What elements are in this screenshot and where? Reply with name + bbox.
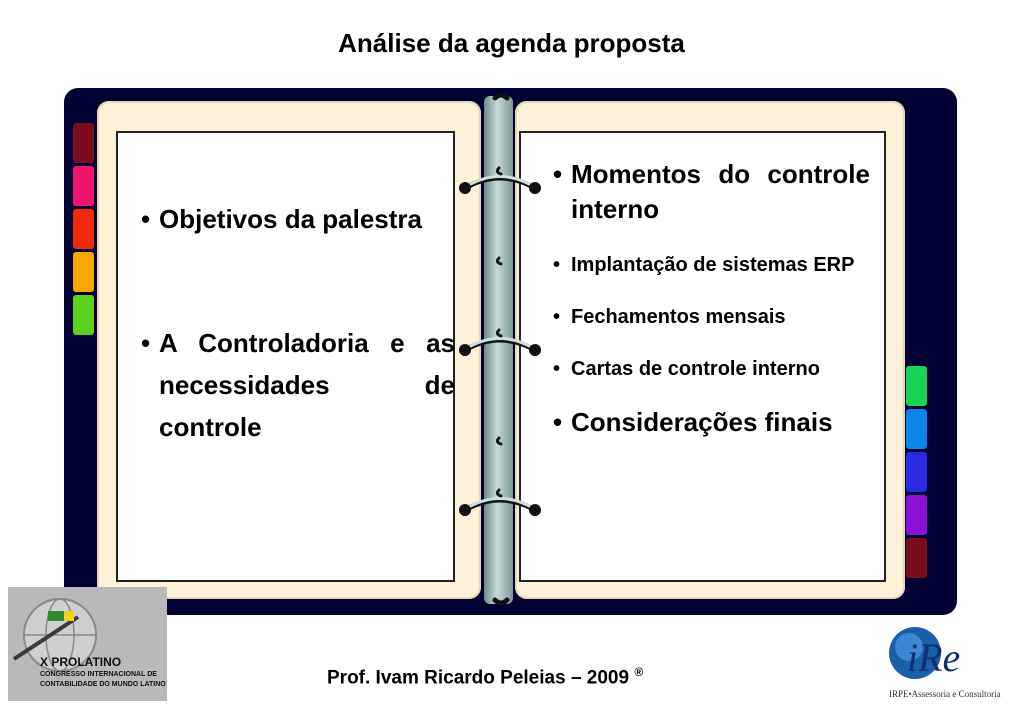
agenda-item: Objetivos da palestra (137, 198, 455, 240)
agenda-item: Considerações finais (549, 405, 870, 440)
logo-line-3: CONTABILIDADE DO MUNDO LATINO (40, 681, 166, 688)
prolatino-logo: X PROLATINO CONGRESSO INTERNACIONAL DE C… (8, 587, 167, 701)
index-tab[interactable] (906, 495, 927, 535)
registered-mark: ® (634, 665, 644, 679)
left-agenda-list: Objetivos da palestra A Controladoria e … (137, 198, 455, 448)
logo-line-1: X PROLATINO (40, 655, 122, 669)
index-tab[interactable] (73, 252, 94, 292)
logo-mark-letters: iRe (907, 635, 960, 680)
agenda-subitem: Cartas de controle interno (549, 355, 870, 383)
index-tab[interactable] (73, 166, 94, 206)
right-agenda-list: Momentos do controle interno Implantação… (549, 157, 870, 440)
index-tab[interactable] (906, 538, 927, 578)
logo-line-2: CONGRESSO INTERNACIONAL DE (40, 671, 157, 678)
page-title: Análise da agenda proposta (338, 28, 685, 58)
index-tab[interactable] (73, 209, 94, 249)
agenda-item: A Controladoria e as necessidades de con… (137, 322, 455, 448)
index-tab[interactable] (906, 452, 927, 492)
index-tab[interactable] (906, 409, 927, 449)
irpe-logo: iRe IRPE•Assessoria e Consultoria (889, 617, 1015, 705)
globe-icon (12, 598, 97, 672)
irpe-mark-icon: iRe (889, 627, 960, 680)
index-tab[interactable] (73, 295, 94, 335)
agenda-item: Momentos do controle interno (549, 157, 870, 227)
agenda-subitem: Fechamentos mensais (549, 303, 870, 331)
footer-author: Prof. Ivam Ricardo Peleias – 2009 ® (327, 665, 644, 689)
index-tab[interactable] (906, 366, 927, 406)
agenda-subitem: Implantação de sistemas ERP (549, 251, 870, 279)
binder-rings (459, 92, 541, 606)
index-tab[interactable] (73, 123, 94, 163)
logo-caption: IRPE•Assessoria e Consultoria (889, 689, 1001, 699)
